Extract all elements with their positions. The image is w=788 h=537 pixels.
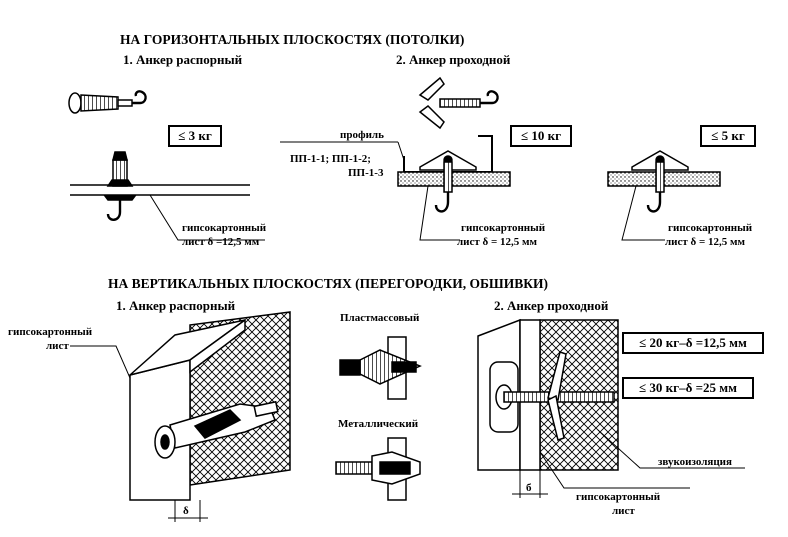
vertical-anchor2-title: 2. Анкер проходной: [494, 298, 609, 313]
plastic-anchor-icon: [339, 336, 422, 400]
delta-right: б: [526, 482, 532, 494]
spreading-anchor-wall-icon: [70, 311, 291, 522]
profile-types-line2: ПП-1-3: [348, 167, 384, 179]
load-box-5kg: ≤ 5 кг: [700, 125, 756, 147]
toggle-anchor-ceiling-icon: [607, 150, 721, 241]
board-right-label-line2: лист: [612, 505, 635, 517]
metal-label: Металлический: [338, 418, 419, 430]
load-box-10kg: ≤ 10 кг: [510, 125, 572, 147]
delta-left: δ: [183, 505, 189, 517]
horizontal-anchor2-title: 2. Анкер проходной: [396, 52, 511, 67]
board-left-label-line1: гипсокартонный: [8, 326, 93, 338]
toggle-anchor-wall-icon: [477, 318, 745, 498]
plastic-label: Пластмассовый: [340, 312, 420, 324]
board-left-label-line2: лист: [46, 340, 69, 352]
board1-label-line2: лист δ =12,5 мм: [182, 236, 260, 248]
metal-anchor-icon: [335, 437, 421, 501]
vertical-heading: НА ВЕРТИКАЛЬНЫХ ПЛОСКОСТЯХ (ПЕРЕГОРОДКИ,…: [108, 276, 549, 291]
toggle-anchor-profile-icon: [280, 76, 511, 241]
board1-label-line1: гипсокартонный: [182, 222, 267, 234]
board3-label-line1: гипсокартонный: [668, 222, 753, 234]
load-box-3kg: ≤ 3 кг: [168, 125, 222, 147]
load-box-30kg: ≤ 30 кг–δ =25 мм: [622, 377, 754, 399]
profile-label: профиль: [340, 129, 384, 141]
profile-types-line1: ПП-1-1; ПП-1-2;: [290, 153, 371, 165]
vertical-anchor1-title: 1. Анкер распорный: [116, 298, 236, 313]
board3-label-line2: лист δ = 12,5 мм: [665, 236, 746, 248]
board2-label-line1: гипсокартонный: [461, 222, 546, 234]
load-box-20kg: ≤ 20 кг–δ =12,5 мм: [622, 332, 764, 354]
board-right-label-line1: гипсокартонный: [576, 491, 661, 503]
horizontal-anchor1-title: 1. Анкер распорный: [123, 52, 243, 67]
insulation-label: звукоизоляция: [658, 456, 732, 468]
spreading-anchor-ceiling-icon: [68, 90, 265, 241]
board2-label-line2: лист δ = 12,5 мм: [457, 236, 538, 248]
horizontal-heading: НА ГОРИЗОНТАЛЬНЫХ ПЛОСКОСТЯХ (ПОТОЛКИ): [120, 32, 465, 47]
